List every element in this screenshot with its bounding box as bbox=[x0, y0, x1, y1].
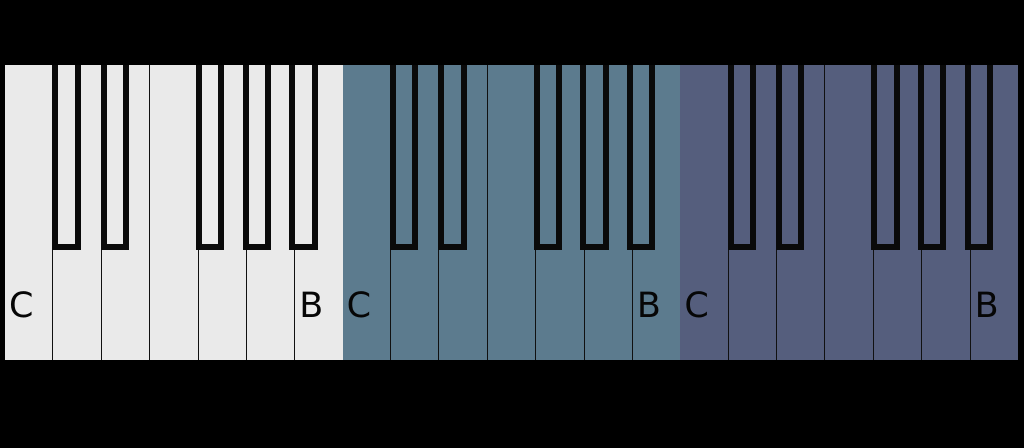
black-key-inner bbox=[248, 65, 266, 244]
black-key-inner bbox=[733, 65, 750, 244]
black-key-inner bbox=[58, 65, 75, 244]
black-key-inner bbox=[632, 65, 650, 244]
black-key-dsharp-oct2[interactable] bbox=[438, 65, 467, 250]
black-key-csharp-oct2[interactable] bbox=[389, 65, 419, 250]
black-key-csharp-oct1[interactable] bbox=[52, 65, 81, 250]
black-key-inner bbox=[395, 65, 413, 244]
black-key-inner bbox=[877, 65, 894, 244]
black-key-dsharp-oct1[interactable] bbox=[100, 65, 129, 250]
black-key-inner bbox=[781, 65, 799, 244]
white-key-c-oct2[interactable]: C bbox=[342, 65, 392, 360]
black-key-gsharp-oct1[interactable] bbox=[242, 65, 272, 250]
black-key-inner bbox=[202, 65, 219, 244]
key-label-b-oct2: B bbox=[636, 286, 661, 326]
black-key-row bbox=[5, 65, 343, 250]
black-key-dsharp-oct3[interactable] bbox=[775, 65, 805, 250]
white-key-f-oct1[interactable] bbox=[150, 65, 199, 360]
black-key-inner bbox=[970, 65, 987, 244]
black-key-asharp-oct3[interactable] bbox=[964, 65, 993, 250]
black-key-asharp-oct1[interactable] bbox=[289, 65, 318, 250]
black-key-inner bbox=[106, 65, 123, 244]
black-key-gsharp-oct2[interactable] bbox=[580, 65, 609, 250]
key-label-b-oct3: B bbox=[974, 286, 999, 326]
black-key-inner bbox=[295, 65, 312, 244]
black-key-csharp-oct3[interactable] bbox=[727, 65, 756, 250]
black-key-row bbox=[680, 65, 1018, 250]
black-key-inner bbox=[924, 65, 941, 244]
black-key-inner bbox=[586, 65, 603, 244]
key-label-c-oct1: C bbox=[9, 286, 34, 326]
black-key-inner bbox=[539, 65, 557, 244]
white-key-f-oct3[interactable] bbox=[825, 65, 874, 360]
black-key-fsharp-oct3[interactable] bbox=[871, 65, 900, 250]
white-key-c-oct3[interactable]: C bbox=[680, 65, 729, 360]
key-label-c-oct2: C bbox=[346, 286, 372, 326]
key-label-c-oct3: C bbox=[684, 286, 709, 326]
black-key-asharp-oct2[interactable] bbox=[626, 65, 656, 250]
black-key-gsharp-oct3[interactable] bbox=[918, 65, 947, 250]
black-key-row bbox=[343, 65, 681, 250]
black-key-inner bbox=[444, 65, 461, 244]
black-key-fsharp-oct2[interactable] bbox=[533, 65, 563, 250]
black-key-fsharp-oct1[interactable] bbox=[196, 65, 225, 250]
white-key-c-oct1[interactable]: C bbox=[5, 65, 54, 360]
key-label-b-oct1: B bbox=[299, 286, 324, 326]
white-key-f-oct2[interactable] bbox=[487, 65, 537, 360]
